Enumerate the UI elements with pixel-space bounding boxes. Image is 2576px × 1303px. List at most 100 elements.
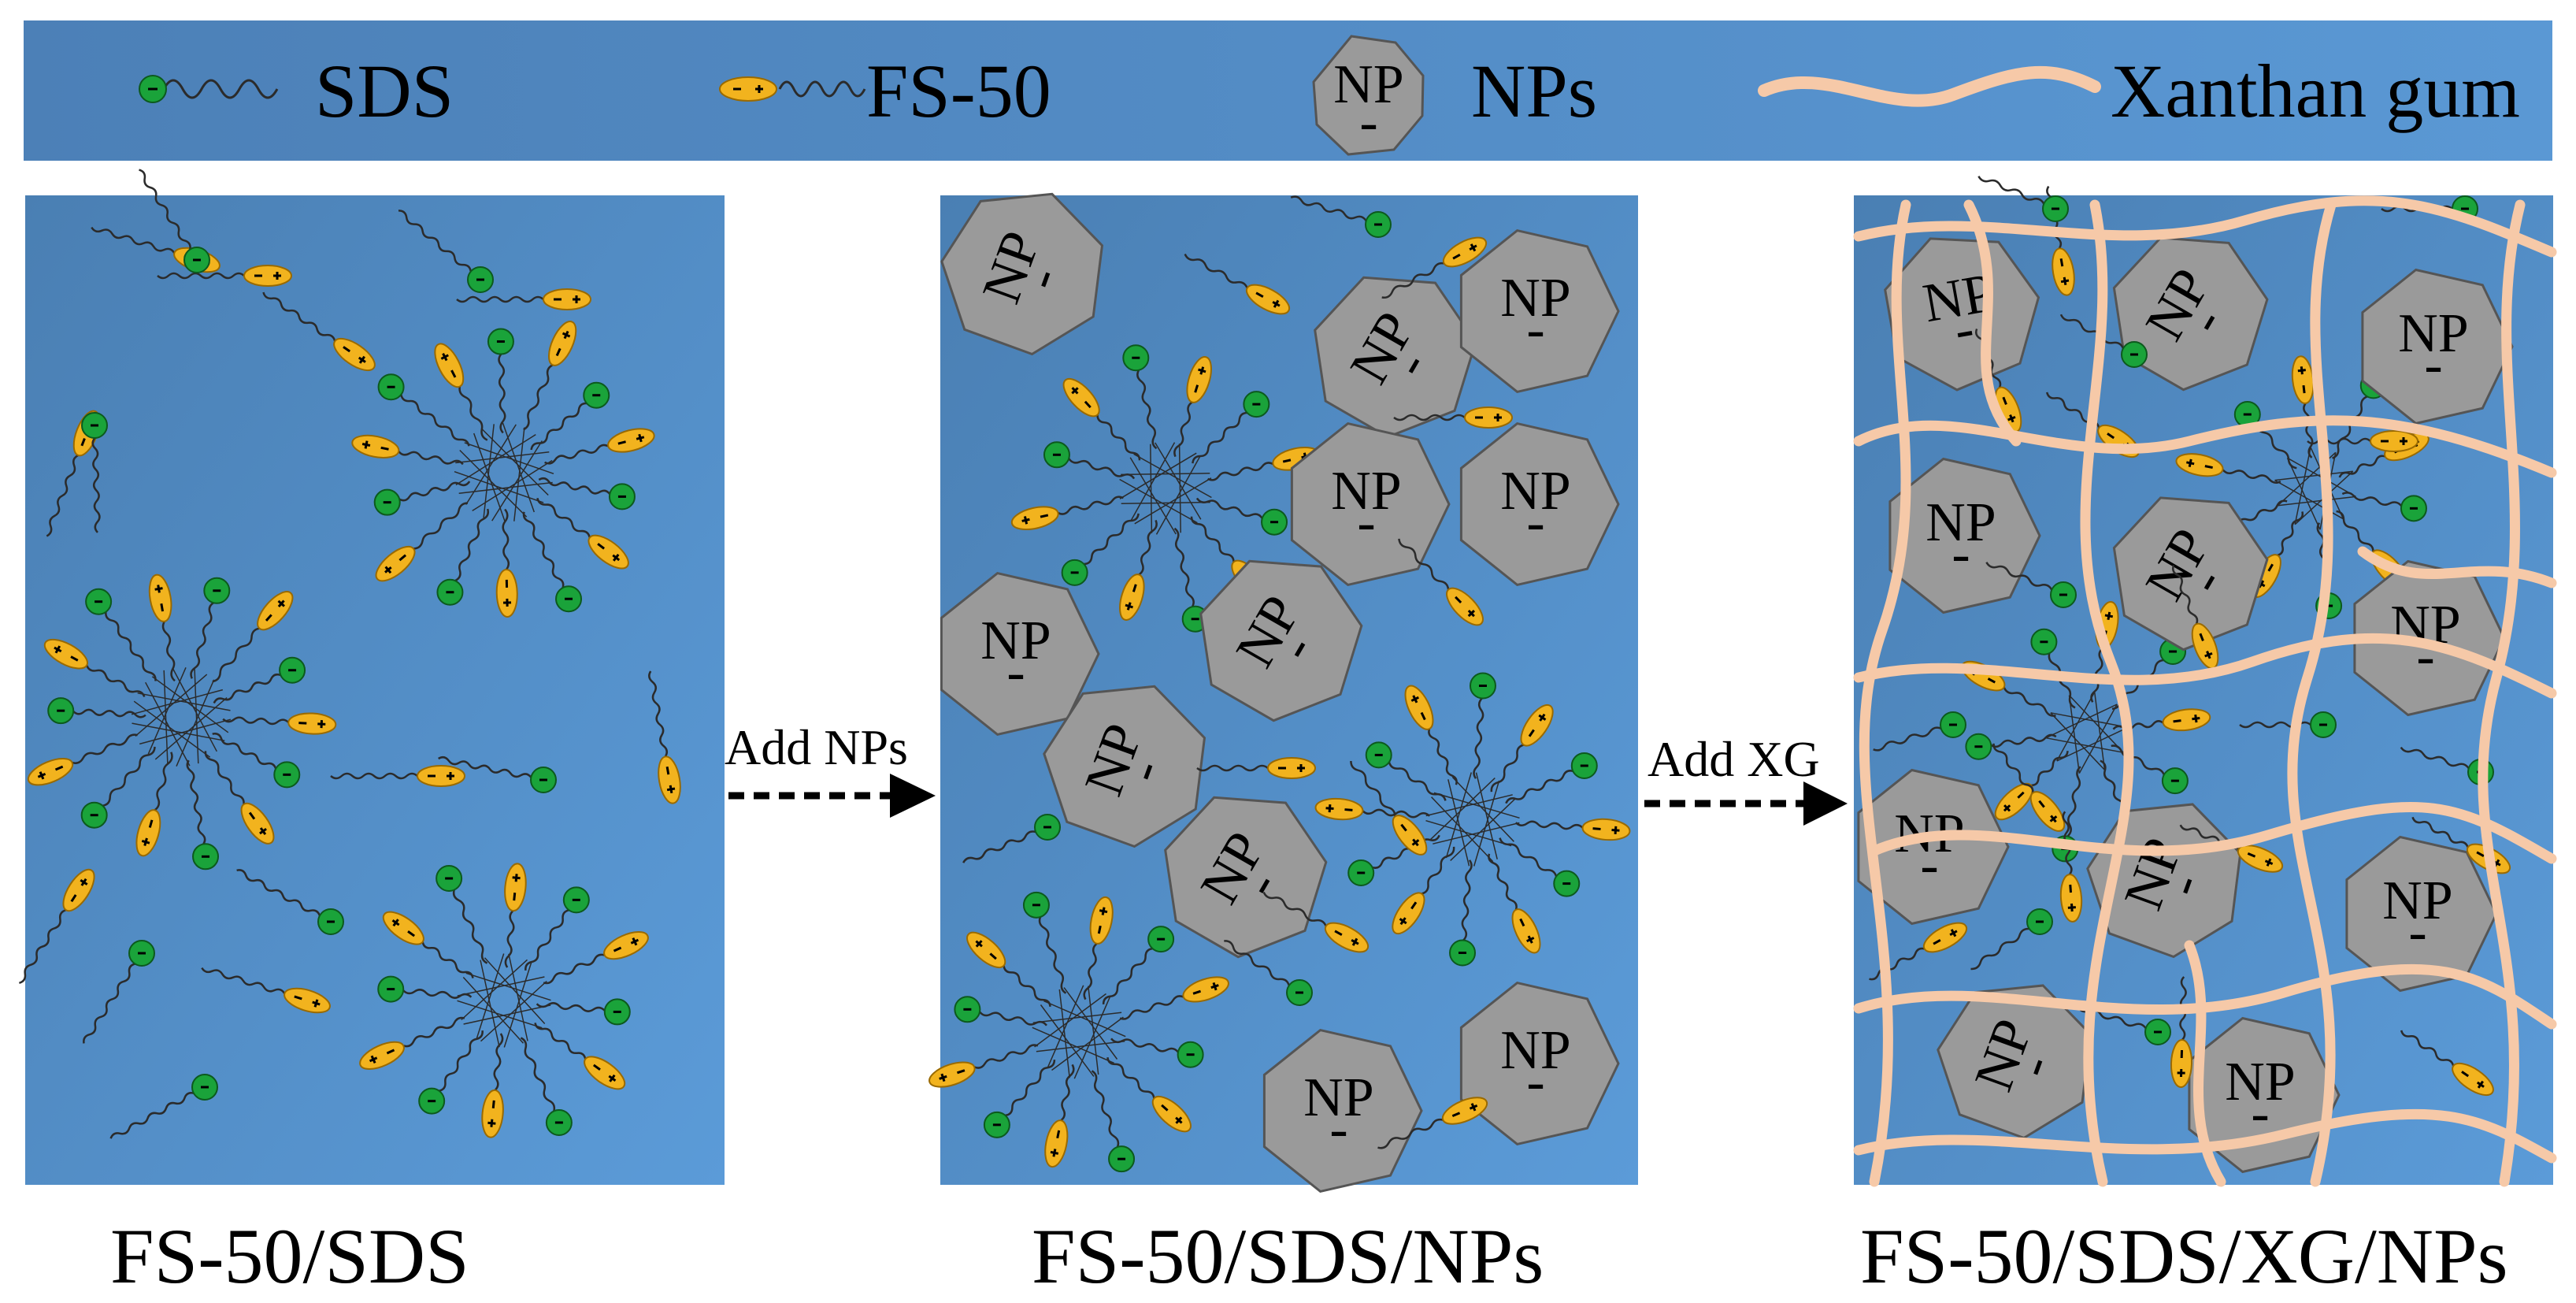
caption-fs50-sds-nps: FS-50/SDS/NPs xyxy=(1032,1212,1544,1300)
micelle-core-line xyxy=(457,976,545,997)
fs50-plus-v xyxy=(1023,516,1029,525)
fs50-head-body xyxy=(1404,685,1434,730)
fs50-head-body xyxy=(2059,874,2083,922)
fs50-tail xyxy=(330,772,418,780)
fs50-molecule xyxy=(1488,853,1541,954)
xanthan-strand-icon xyxy=(1758,65,2101,107)
sds-molecule xyxy=(1043,441,1136,480)
sds-tail xyxy=(454,508,490,582)
micelle-core-line xyxy=(1134,477,1212,525)
nanoparticle-charge: - xyxy=(1329,1099,1347,1160)
fs50-plus-v xyxy=(975,940,983,948)
micelle-core-line xyxy=(2068,695,2081,774)
fs50-head xyxy=(1186,356,1212,403)
micelle-core-line xyxy=(2286,457,2321,530)
fs50-tail xyxy=(86,665,146,697)
fs50-minus xyxy=(1987,677,1996,684)
fs50-molecule xyxy=(481,1033,504,1138)
fs50-plus-v xyxy=(638,433,643,443)
fs50-tail xyxy=(421,941,474,978)
sds-tail xyxy=(398,210,473,272)
nanoparticle-body xyxy=(1164,796,1328,959)
nanoparticle: NP- xyxy=(1459,228,1620,394)
fs50-molecule xyxy=(1044,1064,1075,1168)
sds-tail xyxy=(979,1011,1047,1026)
fs50-tail xyxy=(1096,414,1141,461)
sds-tail xyxy=(2111,744,2166,776)
micelle-core-line xyxy=(1032,1012,1122,1023)
fs50-head xyxy=(2170,1039,2193,1088)
sds-tail xyxy=(498,353,506,434)
fs50-tail xyxy=(222,716,290,726)
fs50-head-body xyxy=(1922,922,1968,953)
fs50-tail xyxy=(1377,1118,1444,1149)
fs50-head xyxy=(135,809,161,857)
caption-fs50-sds: FS-50/SDS xyxy=(110,1212,469,1300)
fs50-head xyxy=(1441,1097,1488,1125)
fs50-head xyxy=(1044,1119,1069,1168)
micelle-core-line xyxy=(502,422,536,513)
legend-item-nps: NP - NPs xyxy=(1312,35,1597,156)
fs50-molecule xyxy=(1196,757,1316,779)
fs50-minus xyxy=(1528,729,1535,737)
sds-tail xyxy=(1110,1038,1179,1053)
fs50-head-body xyxy=(2052,247,2075,296)
fs50-minus xyxy=(1084,400,1092,409)
legend-np-icon-charge: - xyxy=(1359,92,1377,153)
fs50-tail xyxy=(2338,455,2386,478)
fs50-head xyxy=(434,343,465,388)
fs50-head-body xyxy=(1442,236,1488,268)
sds-molecule xyxy=(1022,891,1067,994)
legend-item-sds: SDS xyxy=(139,49,454,133)
fs50-plus-v xyxy=(39,771,45,780)
micelle-core-line xyxy=(1047,985,1084,1067)
sds-tail xyxy=(1970,927,2029,971)
nanoparticle-body xyxy=(1459,228,1620,394)
sds-molecule xyxy=(1195,497,1288,536)
fs50-head xyxy=(543,288,591,310)
fs50-molecule xyxy=(204,751,275,845)
xanthan-strand xyxy=(1859,199,1911,1187)
fs50-minus xyxy=(2059,258,2064,267)
fs50-plus-v xyxy=(562,332,571,338)
legend-label-xanthan-gum: Xanthan gum xyxy=(2111,49,2520,133)
fs50-plus-v xyxy=(1470,243,1477,252)
micelle-core-line xyxy=(1133,453,1212,499)
micelle-core-line xyxy=(1178,444,1181,533)
fs50-tail xyxy=(204,751,245,805)
sds-molecule xyxy=(186,759,220,871)
nanoparticle-body xyxy=(1888,457,2041,614)
sds-molecule xyxy=(398,210,494,293)
fs50-head-body xyxy=(1441,1097,1488,1125)
nanoparticle-body xyxy=(940,192,1104,356)
fs50-molecule xyxy=(262,291,376,372)
fs50-plus-v xyxy=(1411,839,1420,846)
fs50-head xyxy=(1446,587,1484,626)
fs50-head-body xyxy=(243,265,292,287)
fs50-molecule xyxy=(1106,1056,1192,1133)
sds-tail xyxy=(1290,195,1367,222)
fs50-tail xyxy=(1106,1056,1155,1099)
nanoparticle-charge: - xyxy=(1526,299,1544,360)
nanoparticle-label: NP xyxy=(980,611,1051,671)
fs50-tail xyxy=(536,497,591,538)
sds-tail xyxy=(83,963,135,1044)
micelle-core-line xyxy=(457,1000,543,1029)
fs50-tail xyxy=(2400,1030,2455,1067)
micelle-core-line xyxy=(1043,1000,1126,1038)
sds-tail xyxy=(1038,916,1067,994)
fs50-head xyxy=(1994,782,2033,821)
micelle-core-line xyxy=(480,980,547,1042)
sds-molecule xyxy=(1985,562,2077,608)
fs50-plus-v xyxy=(1273,299,1280,308)
legend-label-fs50: FS-50 xyxy=(866,49,1051,133)
legend-label-nps: NPs xyxy=(1471,49,1597,133)
fs50-minus xyxy=(2267,563,2274,572)
nanoparticle: NP- xyxy=(1314,276,1477,439)
sds-molecule xyxy=(1873,711,1966,752)
fs50-head xyxy=(1511,908,1541,954)
fs50-head xyxy=(240,802,275,845)
micelle-core xyxy=(1119,442,1212,535)
fs50-plus-v xyxy=(2049,815,2058,822)
fs50-minus xyxy=(1592,827,1601,830)
